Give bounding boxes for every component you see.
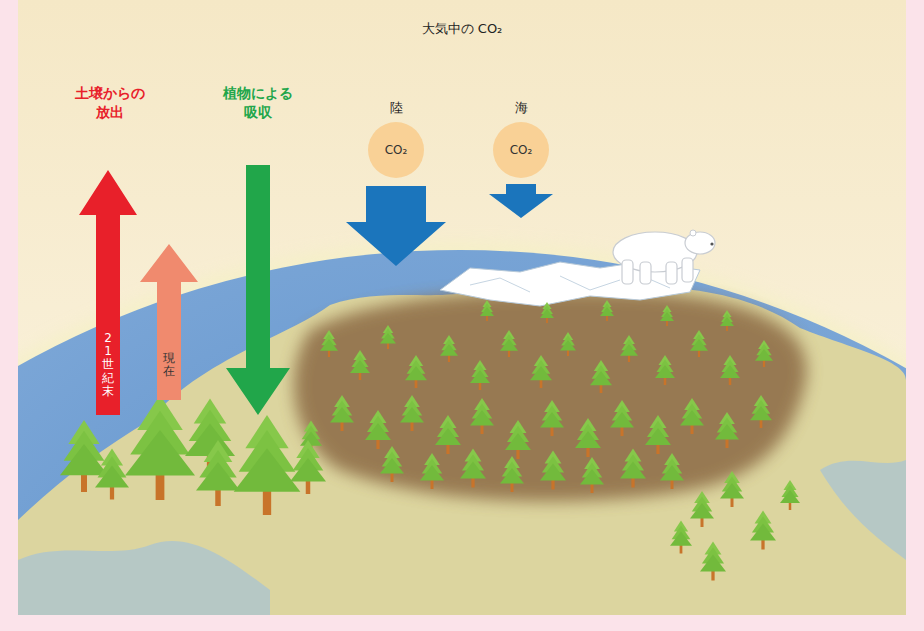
region-heading: 海: [493, 100, 549, 116]
title: 大気中の CO₂: [422, 20, 503, 38]
emission-arrow-now: [140, 244, 198, 400]
co2-circle: 海 CO₂: [493, 100, 549, 178]
period-label: 21世紀末: [102, 332, 114, 398]
taiga-region: [294, 291, 807, 502]
period-label: 現在: [163, 352, 175, 378]
ocean-uptake-arrow: [489, 184, 553, 218]
land-uptake-arrow: [346, 186, 446, 266]
emission-label: 土壌からの 放出: [68, 84, 152, 122]
sea-bay: [18, 541, 270, 615]
forest: [300, 300, 800, 581]
circle-shape: CO₂: [368, 122, 424, 178]
co2-circle: 陸 CO₂: [368, 100, 424, 178]
region-heading: 陸: [368, 100, 424, 116]
land: [18, 286, 906, 615]
gas-label: CO₂: [385, 143, 408, 157]
gas-label: CO₂: [510, 143, 533, 157]
globe: [18, 250, 906, 615]
absorption-arrow: [226, 165, 290, 415]
circle-shape: CO₂: [493, 122, 549, 178]
sea-bay: [820, 460, 906, 560]
emission-arrows: [79, 170, 198, 415]
emission-arrow-future: [79, 170, 137, 415]
polar-bear: [613, 230, 715, 284]
globe-glow: [18, 242, 906, 615]
absorption-label: 植物による 吸収: [216, 84, 300, 122]
